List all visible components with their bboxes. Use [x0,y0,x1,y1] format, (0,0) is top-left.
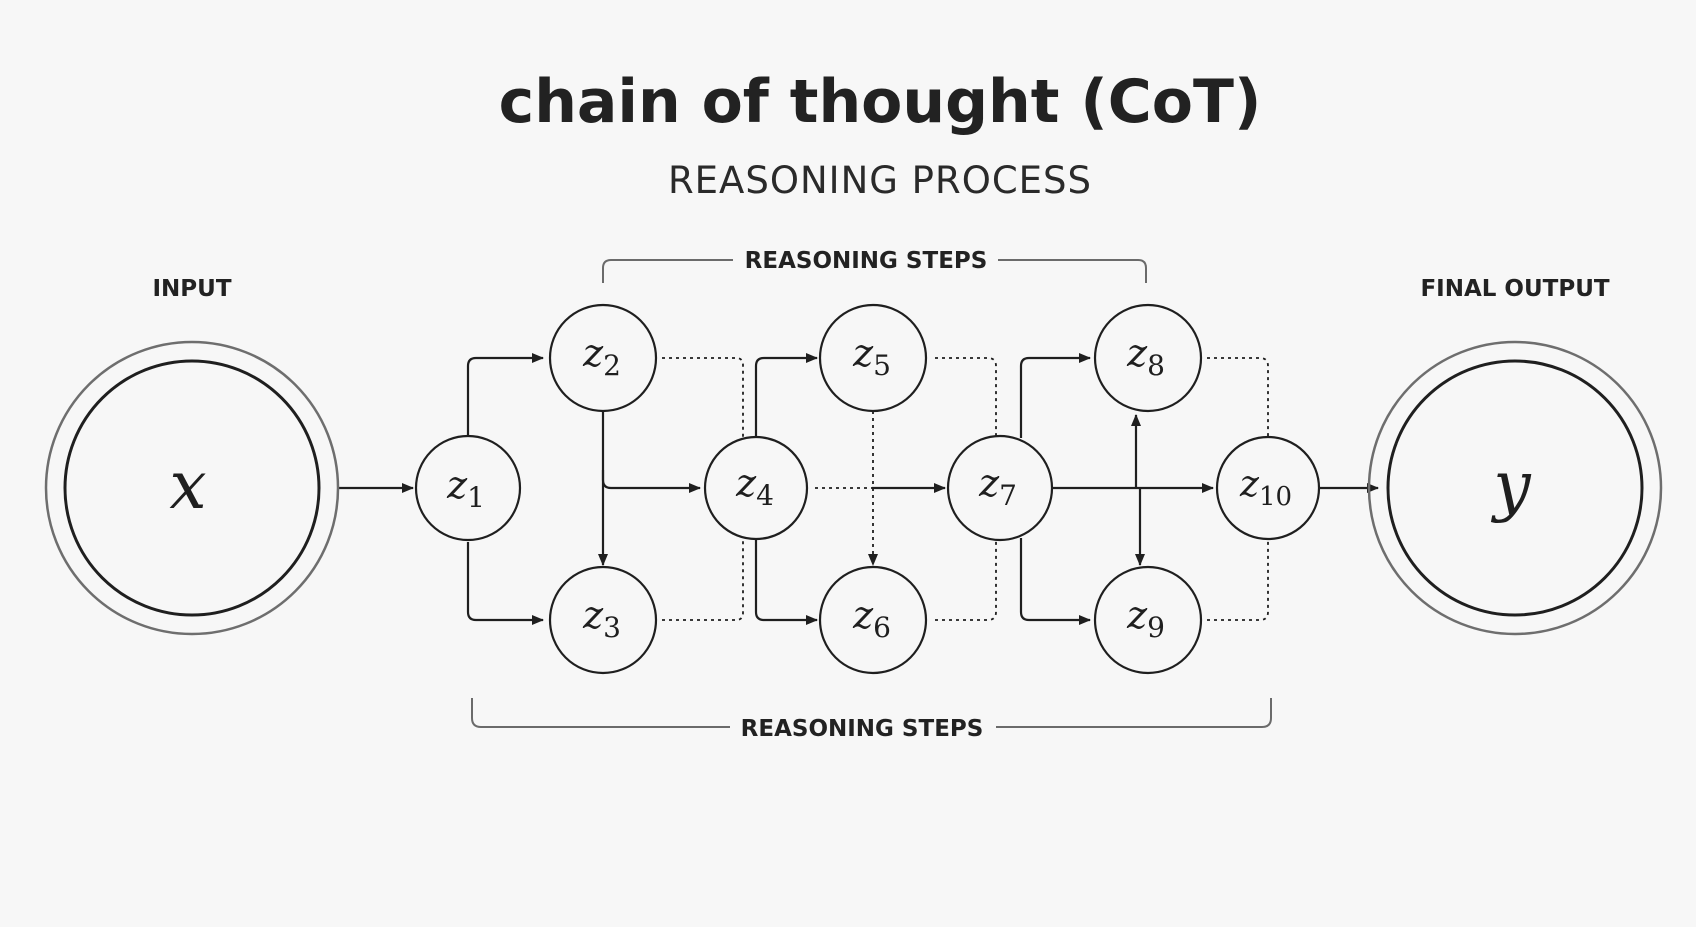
node-z10-var: z [1239,464,1260,505]
node-z10-sub: 10 [1259,482,1292,512]
edge-z1-z2 [466,353,544,436]
svg-text:z3: z3 [582,593,621,644]
edge-z2-z4 [601,470,701,493]
node-z1-var: z [446,463,468,507]
node-z3-sub: 3 [603,611,621,644]
node-z10: z10 [1215,435,1321,541]
edge-z7-z8 [1019,353,1091,438]
svg-text:z8: z8 [1126,331,1165,382]
svg-text:z5: z5 [852,331,891,382]
svg-text:x: x [169,447,206,524]
node-z2-sub: 2 [603,349,621,382]
node-z7-sub: 7 [999,479,1017,512]
node-z5-sub: 5 [873,349,891,382]
node-z3: z3 [548,565,658,675]
node-z7: z7 [946,434,1054,542]
node-z1: z1 [414,434,522,542]
edge-z7-z9 [1019,538,1091,625]
node-y-var: y [1490,447,1531,524]
dotted-z3-z4 [662,538,744,621]
bottom-bracket: REASONING STEPS [471,698,1272,742]
node-z4-sub: 4 [756,479,774,512]
node-z4: z4 [703,435,809,541]
svg-text:z9: z9 [1126,593,1165,644]
reasoning-steps-top-label: REASONING STEPS [745,248,988,274]
node-z5: z5 [818,303,928,413]
dotted-z6-z7 [935,538,997,621]
diagram-subtitle: REASONING PROCESS [667,159,1093,202]
edge-z4-z6 [754,538,818,625]
diagram-title: chain of thought (CoT) [498,67,1262,137]
svg-text:z10: z10 [1239,464,1292,512]
node-z2: z2 [548,303,658,413]
node-z1-sub: 1 [467,481,485,514]
dotted-edges [662,357,1269,621]
dotted-z5-z7 [935,357,997,438]
svg-text:z2: z2 [582,331,621,382]
node-z5-var: z [852,331,874,375]
node-z9-sub: 9 [1147,611,1165,644]
node-z4-var: z [735,461,757,505]
node-z9-var: z [1126,593,1148,637]
dotted-z8-z10 [1207,357,1269,438]
svg-text:z6: z6 [852,593,891,644]
node-z7-var: z [978,461,1000,505]
edge-z4-z5 [754,353,818,438]
node-z2-var: z [582,331,604,375]
node-z8-var: z [1126,331,1148,375]
input-label: INPUT [152,276,231,302]
edge-z1-z3 [466,542,544,625]
svg-text:z7: z7 [978,461,1017,512]
node-z8-sub: 8 [1147,349,1165,382]
node-x-var: x [169,447,206,524]
dotted-z2-z4 [662,357,744,438]
node-z6: z6 [818,565,928,675]
svg-text:z1: z1 [446,463,485,514]
top-bracket: REASONING STEPS [602,248,1147,283]
node-x: x [44,340,340,636]
svg-text:y: y [1490,447,1531,524]
node-z6-sub: 6 [873,611,891,644]
solid-edges [338,353,1379,625]
node-z6-var: z [852,593,874,637]
node-y: y [1367,340,1663,636]
reasoning-steps-bottom-label: REASONING STEPS [741,716,984,742]
node-z3-var: z [582,593,604,637]
node-z9: z9 [1093,565,1203,675]
node-z8: z8 [1093,303,1203,413]
dotted-z9-z10 [1207,538,1269,621]
svg-text:z4: z4 [735,461,774,512]
final-output-label: FINAL OUTPUT [1420,276,1609,302]
